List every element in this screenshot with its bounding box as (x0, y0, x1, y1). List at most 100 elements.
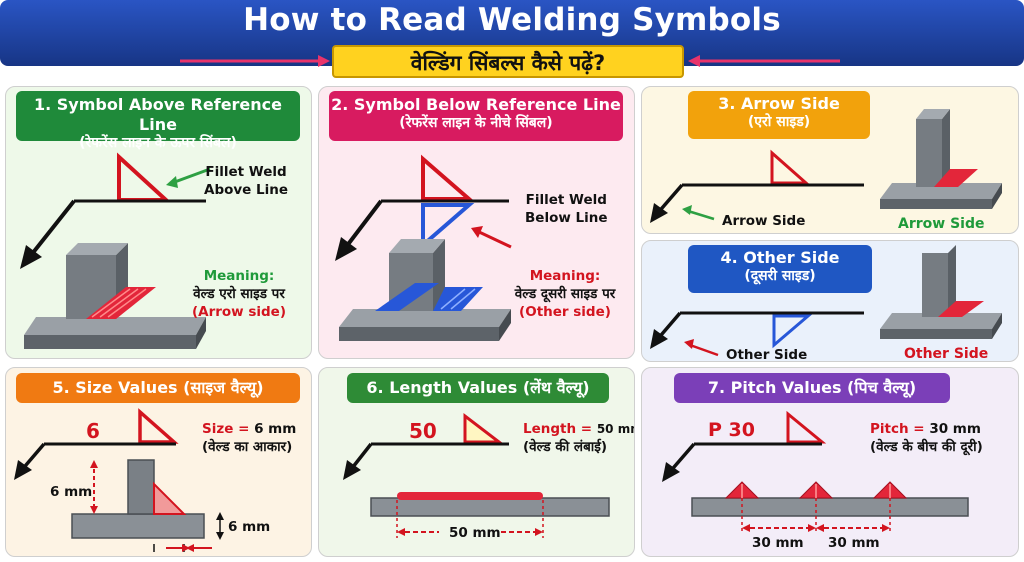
weld-bead-blue (375, 283, 483, 311)
panel-5-title-tag: 5. Size Values (साइज वैल्यू) (16, 373, 300, 403)
arrow-head-icon (14, 460, 32, 480)
panel-1-diagram (20, 152, 211, 349)
length-dim-label: 50 mm (449, 525, 501, 541)
panel-1-title-tag: 1. Symbol Above Reference Line (रेफरेंस … (16, 91, 300, 151)
left-arrow-icon (180, 55, 330, 67)
pitch-unit: 30 mm (929, 421, 981, 437)
panel-3-arrow-label: Arrow Side (722, 213, 806, 229)
panel-4-diagram (650, 245, 1002, 357)
length-callout: Length = 50 mm (वेल्ड की लंबाई) (523, 420, 634, 456)
weld-bead-red (397, 492, 543, 500)
fillet-symbol-icon (770, 149, 810, 185)
dim-vertical-label: 6 mm (50, 484, 93, 500)
vertical-plate (66, 255, 116, 319)
panel-symbol-above: 1. Symbol Above Reference Line (रेफरेंस … (5, 86, 312, 359)
callout-line-2: Below Line (525, 210, 608, 227)
leader-line (341, 199, 383, 253)
fillet-symbol-below-icon (772, 314, 813, 349)
length-unit: 50 mm (596, 422, 634, 436)
pitch-hindi: (वेल्ड के बीच की दूरी) (870, 439, 983, 456)
size-label: Size = (202, 421, 250, 437)
panel-length-values: 6. Length Values (लेंथ वैल्यू) 50 Length… (318, 367, 635, 557)
panel-5-title: 5. Size Values (साइज वैल्यू) (52, 378, 264, 397)
arrow-head-icon (20, 245, 42, 269)
weld-bead-red (86, 287, 156, 319)
fillet-symbol-icon (421, 154, 475, 201)
weld-cross-section (153, 481, 187, 515)
leader-line (26, 199, 76, 261)
panel-size-values: 5. Size Values (साइज वैल्यू) 6 Size = 6 … (5, 367, 312, 557)
panel-2-callout: Fillet Weld Below Line (525, 191, 608, 227)
size-unit: 6 mm (254, 421, 297, 437)
panel-2-title-hindi: (रेफरेंस लाइन के नीचे सिंबल) (399, 115, 553, 131)
base-plate (339, 309, 511, 327)
arrow-head-icon (650, 329, 668, 349)
fillet-symbol-below-icon (421, 203, 475, 250)
meaning-text: वेल्ड दूसरी साइड पर (514, 286, 616, 303)
vertical-plate (916, 119, 942, 187)
panel-7-diagram (662, 410, 969, 534)
meaning-side: (Arrow side) (191, 304, 287, 321)
panel-other-side: 4. Other Side (दूसरी साइड) Other Side Ot… (641, 240, 1019, 362)
arrow-head-icon (335, 237, 357, 261)
panel-3-title: 3. Arrow Side (718, 94, 840, 113)
panel-pitch-values: 7. Pitch Values (पिच वैल्यू) P 30 Pitch (641, 367, 1019, 557)
arrow-head-icon (662, 462, 680, 482)
arrow-head-icon (650, 203, 668, 223)
panel-2-meaning: Meaning: वेल्ड दूसरी साइड पर (Other side… (497, 267, 633, 322)
panel-4-arrow-label: Other Side (726, 347, 808, 362)
pointer-arrow-icon (171, 167, 211, 185)
weld-bead-3 (872, 481, 908, 499)
page-subtitle: वेल्डिंग सिंबल्स कैसे पढ़ें? (332, 45, 684, 78)
pitch-dim-label-1: 30 mm (752, 535, 804, 551)
size-value: 6 (86, 419, 100, 443)
callout-line-1: Fillet Weld (525, 192, 607, 208)
length-value: 50 (409, 419, 437, 443)
pitch-label: Pitch = (870, 421, 925, 437)
panel-1-callout: Fillet Weld Above Line (204, 163, 288, 199)
base-plate (880, 313, 1002, 329)
panel-6-title: 6. Length Values (लेंथ वैल्यू) (366, 378, 590, 397)
meaning-label: Meaning: (529, 268, 601, 284)
length-label: Length = (523, 421, 593, 437)
fillet-symbol-icon (786, 410, 827, 444)
base-plate (71, 513, 205, 539)
pitch-dim-label-2: 30 mm (828, 535, 880, 551)
panel-7-title-tag: 7. Pitch Values (पिच वैल्यू) (674, 373, 950, 403)
base-plate (370, 497, 610, 517)
panel-5-diagram (14, 408, 224, 552)
pointer-arrow-icon (689, 343, 719, 357)
panel-6-diagram (343, 412, 610, 538)
header-background (0, 0, 1024, 84)
pitch-callout: Pitch = 30 mm (वेल्ड के बीच की दूरी) (870, 420, 983, 456)
vertical-plate (127, 459, 155, 515)
arrow-head-icon (343, 460, 361, 480)
panel-arrow-side: 3. Arrow Side (एरो साइड) Arrow Side Arro… (641, 86, 1019, 234)
panel-1-title: 1. Symbol Above Reference Line (33, 95, 283, 134)
fillet-symbol-icon (138, 408, 179, 444)
length-hindi: (वेल्ड की लंबाई) (523, 439, 608, 456)
callout-line-1: Fillet Weld (205, 164, 287, 180)
panel-4-caption: Other Side (904, 346, 989, 362)
panel-2-diagram (335, 154, 512, 341)
fillet-symbol-icon (463, 412, 504, 444)
weld-bead-1 (724, 481, 760, 499)
weld-bead-red (938, 301, 984, 317)
panel-3-caption: Arrow Side (898, 216, 985, 232)
meaning-label: Meaning: (203, 268, 275, 284)
panel-2-title-tag: 2. Symbol Below Reference Line (रेफरेंस … (329, 91, 623, 141)
weld-bead-red (934, 169, 978, 187)
panel-7-title: 7. Pitch Values (पिच वैल्यू) (707, 378, 917, 397)
callout-line-2: Above Line (204, 182, 289, 199)
header-banner: How to Read Welding Symbols वेल्डिंग सिं… (0, 0, 1024, 84)
base-plate (880, 183, 1002, 199)
panel-4-title: 4. Other Side (720, 248, 840, 267)
meaning-text: वेल्ड एरो साइड पर (193, 286, 285, 303)
weld-bead-2 (798, 481, 834, 499)
meaning-side: (Other side) (519, 304, 611, 321)
pointer-arrow-icon (476, 229, 512, 249)
panel-1-meaning: Meaning: वेल्ड एरो साइड पर (Arrow side) (174, 267, 304, 322)
size-callout: Size = 6 mm (वेल्ड का आकार) (202, 420, 296, 456)
panel-3-diagram (650, 109, 1002, 223)
panel-4-title-hindi: (दूसरी साइड) (744, 268, 816, 284)
